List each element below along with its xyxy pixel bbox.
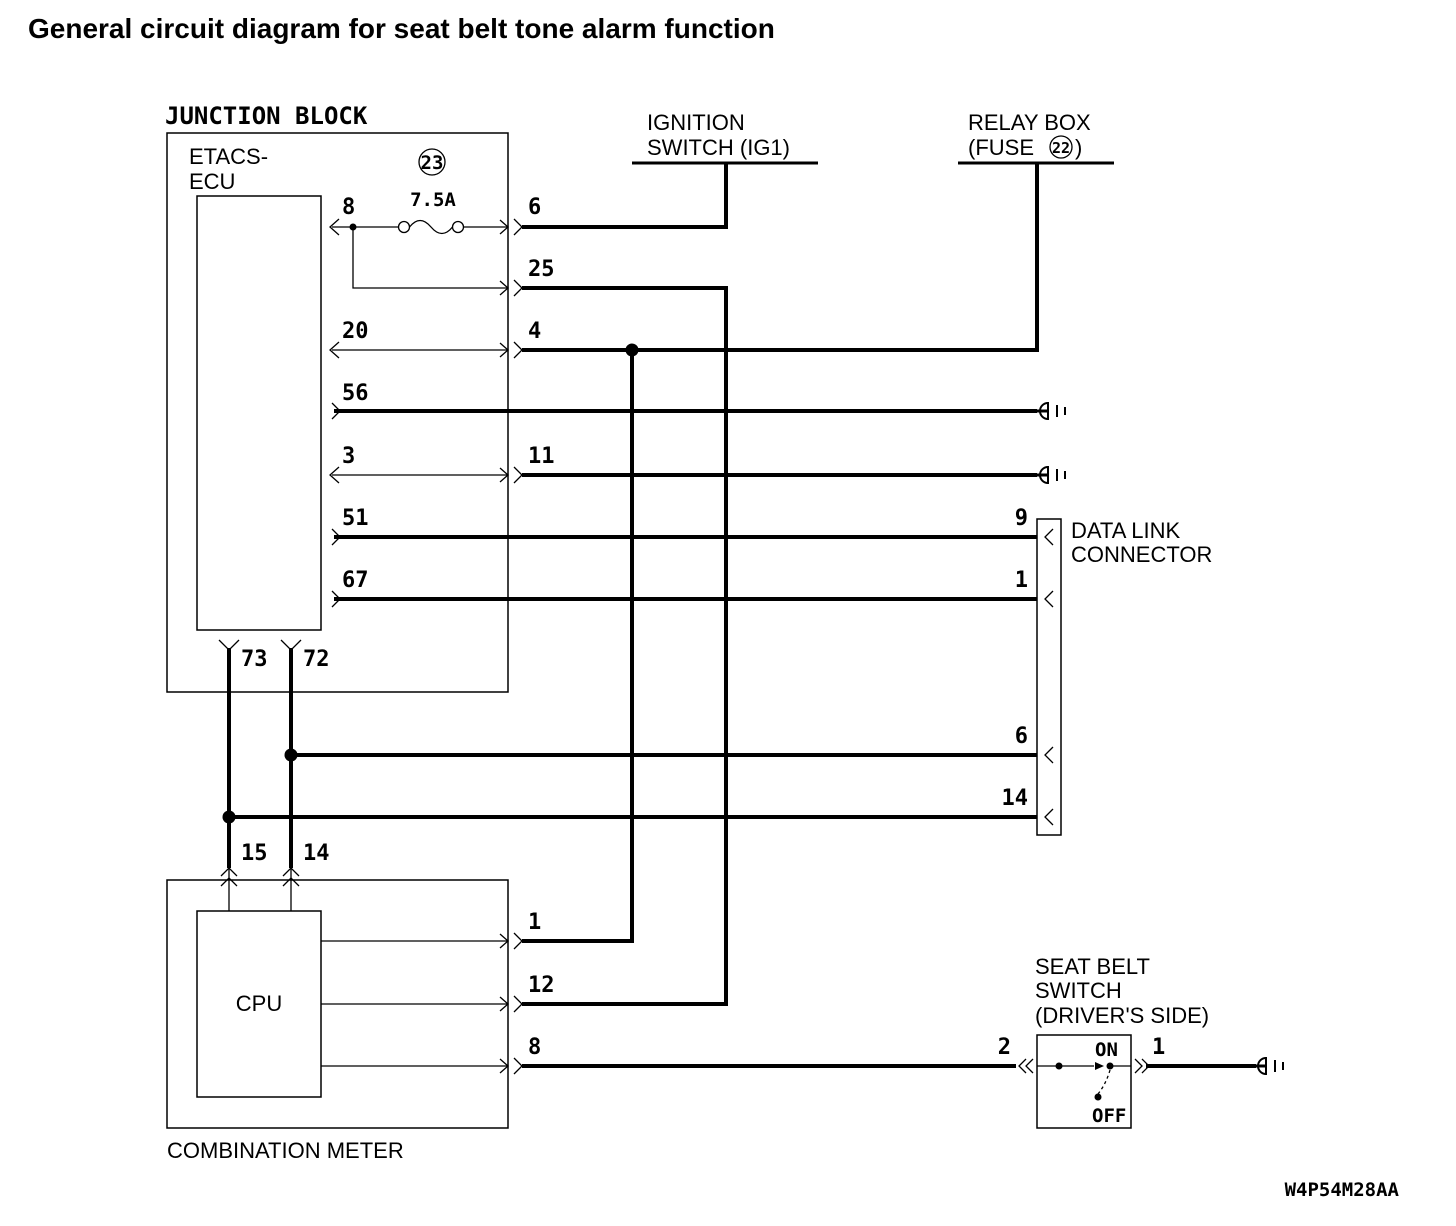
relay-fuse-circle bbox=[1049, 135, 1073, 159]
meter-pin14-connector-mark bbox=[282, 867, 300, 877]
etacs-ecu-box bbox=[196, 195, 322, 631]
relay-fuse-number: 22 bbox=[1052, 139, 1070, 157]
pin-ecu-51: 51 bbox=[342, 506, 369, 531]
pin-meter-12: 12 bbox=[528, 973, 555, 998]
jb-right-connector-marks bbox=[499, 218, 523, 484]
seat-belt-switch: SEAT BELT SWITCH (DRIVER'S SIDE) ON OFF … bbox=[998, 954, 1209, 1129]
pin-meter-15: 15 bbox=[241, 841, 268, 866]
pin-ecu-72: 72 bbox=[303, 647, 330, 672]
cpu-label: CPU bbox=[236, 991, 282, 1016]
switch-on-label: ON bbox=[1095, 1039, 1118, 1061]
pin-ecu-3: 3 bbox=[342, 444, 355, 469]
switch-travel-path bbox=[1097, 1069, 1111, 1095]
wire-jb6-to-ignition bbox=[522, 163, 728, 229]
etacs-ecu-label-line2: ECU bbox=[189, 169, 235, 194]
pin-ecu-8: 8 bbox=[342, 195, 355, 220]
seat-belt-switch-label-line2: SWITCH bbox=[1035, 978, 1122, 1003]
pin-seatbelt-2: 2 bbox=[998, 1035, 1011, 1060]
relay-box-label-line2: (FUSE bbox=[968, 135, 1034, 160]
ground-icon bbox=[1037, 402, 1066, 420]
seat-belt-switch-label-line1: SEAT BELT bbox=[1035, 954, 1150, 979]
ground-icon bbox=[1037, 466, 1066, 484]
ignition-switch-label-line1: IGNITION bbox=[647, 110, 745, 135]
switch-contact-common bbox=[1055, 1062, 1063, 1070]
combination-meter: CPU COMBINATION METER 15 14 1 12 8 bbox=[166, 841, 555, 1163]
etacs-ecu-label-line1: ETACS- bbox=[189, 144, 268, 169]
pin-dlc-14: 14 bbox=[1002, 786, 1029, 811]
figure-code: W4P54M28AA bbox=[1285, 1179, 1400, 1201]
ignition-switch-label-line2: SWITCH (IG1) bbox=[647, 135, 790, 160]
data-link-connector-label-line2: CONNECTOR bbox=[1071, 542, 1212, 567]
pin-jb-25: 25 bbox=[528, 257, 555, 282]
meter-pin15-connector-mark bbox=[220, 867, 238, 877]
pin-meter-14: 14 bbox=[303, 841, 330, 866]
seat-belt-switch-box bbox=[1036, 1034, 1132, 1129]
pin-dlc-9: 9 bbox=[1015, 506, 1028, 531]
data-link-connector-box bbox=[1036, 518, 1062, 836]
switch-contact-on bbox=[1106, 1062, 1114, 1070]
fuse-symbol bbox=[397, 219, 465, 235]
combination-meter-label: COMBINATION METER bbox=[167, 1138, 404, 1163]
pin-dlc-1: 1 bbox=[1015, 568, 1028, 593]
data-link-connector: DATA LINK CONNECTOR 9 1 6 14 bbox=[1002, 506, 1212, 836]
wire-jb4-to-relay-box bbox=[522, 163, 1039, 352]
pin-jb-4: 4 bbox=[528, 319, 541, 344]
switch-off-label: OFF bbox=[1092, 1105, 1126, 1127]
fuse-rating: 7.5A bbox=[410, 189, 456, 211]
pin-ecu-73: 73 bbox=[241, 647, 268, 672]
relay-box: RELAY BOX (FUSE 22 ) bbox=[958, 110, 1114, 165]
pin-jb-11: 11 bbox=[528, 444, 555, 469]
wire-jb4-to-meter1 bbox=[522, 350, 634, 943]
pin-jb-6: 6 bbox=[528, 195, 541, 220]
pin-ecu-67: 67 bbox=[342, 568, 369, 593]
splice-dot-jb4 bbox=[625, 343, 639, 357]
pin-ecu-20: 20 bbox=[342, 319, 369, 344]
diagram-title: General circuit diagram for seat belt to… bbox=[28, 13, 775, 44]
seat-belt-switch-label-line3: (DRIVER'S SIDE) bbox=[1035, 1003, 1209, 1028]
data-link-connector-label-line1: DATA LINK bbox=[1071, 518, 1181, 543]
pin-meter-1: 1 bbox=[528, 910, 541, 935]
wire-ecu8-to-jb25 bbox=[352, 227, 508, 289]
switch-arrow-icon bbox=[1095, 1062, 1104, 1070]
pin-meter-8: 8 bbox=[528, 1035, 541, 1060]
junction-block: JUNCTION BLOCK ETACS- ECU 23 7.5A bbox=[165, 102, 555, 693]
ground-icon bbox=[1256, 1057, 1284, 1075]
pin-ecu-56: 56 bbox=[342, 381, 369, 406]
fuse-number: 23 bbox=[421, 152, 444, 174]
relay-box-label-close: ) bbox=[1075, 135, 1082, 160]
pin-dlc-6: 6 bbox=[1015, 724, 1028, 749]
wire-jb25-to-meter12 bbox=[522, 286, 728, 1006]
harness-wires bbox=[222, 163, 1256, 1068]
fuse-number-circle bbox=[418, 148, 446, 176]
splice-dot-dlc14 bbox=[222, 810, 236, 824]
pin-seatbelt-1: 1 bbox=[1152, 1035, 1165, 1060]
switch-contact-off bbox=[1094, 1093, 1102, 1101]
splice-dot-dlc6 bbox=[284, 748, 298, 762]
ignition-switch: IGNITION SWITCH (IG1) bbox=[632, 110, 818, 165]
junction-block-label: JUNCTION BLOCK bbox=[165, 102, 368, 130]
relay-box-label-line1: RELAY BOX bbox=[968, 110, 1091, 135]
